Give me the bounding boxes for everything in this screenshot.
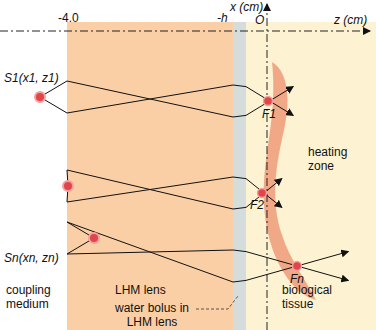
callout-label: water bolus in LHM lens	[104, 302, 200, 330]
source-dot	[63, 181, 73, 191]
axis-label: z (cm)	[334, 14, 367, 28]
focus-label: F2	[250, 199, 264, 213]
ray	[67, 222, 348, 282]
region-label: biological tissue	[282, 284, 346, 312]
dimension: -h	[217, 12, 228, 26]
leader-line	[196, 296, 238, 309]
z-axis	[0, 31, 370, 32]
ray	[67, 177, 282, 207]
x-axis	[267, 4, 268, 330]
ray	[40, 85, 293, 115]
source-dot	[35, 92, 45, 102]
source-label: Sn(xn, zn)	[4, 252, 59, 266]
source-label: S1(x1, z1)	[4, 72, 59, 86]
focus-label: F1	[262, 108, 276, 122]
focus-dot	[264, 97, 273, 106]
water-bolus	[233, 22, 246, 330]
focus-dot	[293, 262, 302, 271]
ray	[67, 170, 282, 209]
origin-label: O	[255, 14, 264, 28]
source-dot	[89, 233, 99, 243]
axis-label: x (cm)	[230, 1, 263, 15]
zone-label: heating zone	[308, 146, 360, 174]
focus-dot	[258, 189, 267, 198]
focus-label: Fn	[290, 273, 304, 287]
region-label: LHM lens	[115, 284, 195, 298]
ray	[67, 238, 348, 280]
ray	[40, 81, 293, 117]
region-label: coupling medium	[6, 284, 66, 312]
dimension: -4.0	[58, 12, 79, 26]
